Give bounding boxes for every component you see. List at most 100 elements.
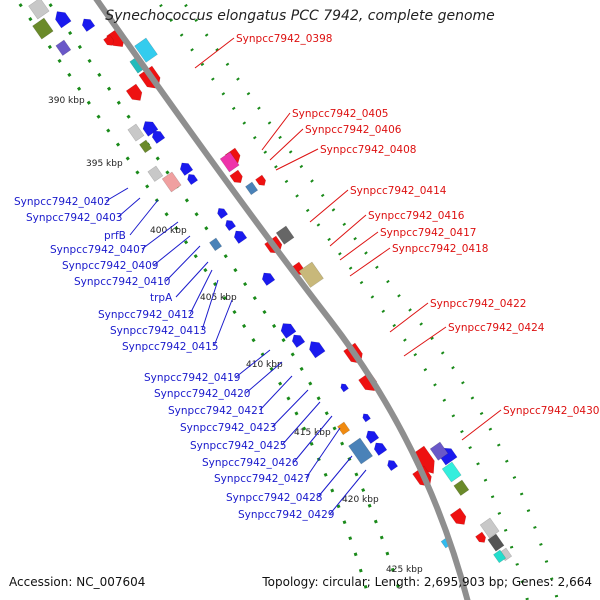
reverse-gene-arrow [291, 334, 306, 348]
connector-line [105, 187, 129, 202]
kbp-label: 425 kbp [386, 565, 423, 575]
reverse-gene-arrow [280, 323, 297, 339]
forward-gene-arrow [255, 174, 266, 186]
connector-line [259, 375, 293, 411]
connector-line [281, 401, 321, 446]
reverse-gene-arrow [261, 272, 276, 286]
kbp-label: 395 kbp [86, 159, 123, 169]
gene-block [28, 0, 50, 20]
connector-line [329, 469, 367, 515]
reverse-gene-arrow [81, 18, 96, 32]
connector-line [235, 349, 271, 378]
gene-block [55, 39, 72, 56]
forward-gene-arrow [125, 83, 143, 101]
reverse-gene-label: Synpcc7942_0426 [202, 457, 299, 469]
gene-block [245, 181, 259, 196]
gene-block [209, 237, 223, 252]
gene-block [219, 151, 240, 173]
reverse-gene-arrow [179, 162, 194, 176]
forward-gene-arrow [449, 507, 467, 525]
reverse-gene-arrow [233, 230, 248, 244]
reverse-gene-arrow [179, 162, 194, 176]
forward-gene-label: Synpcc7942_0406 [305, 124, 402, 136]
kbp-label: 410 kbp [246, 360, 283, 370]
reverse-gene-label: Synpcc7942_0427 [214, 473, 310, 485]
reverse-gene-arrow [362, 413, 371, 423]
forward-gene-label: Synpcc7942_0418 [392, 243, 488, 255]
connector-line [389, 302, 429, 333]
genome-summary-text: Topology: circular; Length: 2,695,903 bp… [262, 575, 592, 589]
forward-gene-label: Synpcc7942_0417 [380, 227, 476, 239]
reverse-gene-arrow [233, 230, 248, 244]
reverse-gene-label: Synpcc7942_0415 [122, 341, 218, 353]
reverse-gene-label: Synpcc7942_0429 [238, 509, 334, 521]
connector-line [269, 128, 304, 161]
connector-line [317, 455, 353, 498]
gene-block [134, 37, 158, 63]
reverse-gene-label: Synpcc7942_0412 [98, 309, 194, 321]
gene-block [429, 441, 449, 461]
connector-line [129, 199, 159, 236]
gene-block [245, 181, 259, 196]
forward-gene-label: Synpcc7942_0408 [320, 144, 416, 156]
kbp-label: 420 kbp [342, 495, 379, 505]
reverse-gene-label: Synpcc7942_0409 [62, 260, 158, 272]
forward-gene-arrow [125, 83, 143, 101]
reverse-gene-arrow [217, 208, 229, 220]
reverse-gene-arrow [55, 11, 72, 29]
connector-line [403, 326, 447, 357]
reverse-gene-arrow [340, 383, 349, 393]
kbp-label: 390 kbp [48, 96, 85, 106]
forward-gene-arrow [449, 507, 467, 525]
connector-line [275, 148, 319, 171]
gene-block [337, 421, 351, 436]
reverse-gene-arrow [81, 18, 96, 32]
connector-line [201, 279, 219, 331]
reverse-gene-labels: Synpcc7942_0402Synpcc7942_0403prfBSynpcc… [14, 196, 334, 521]
gene-block [493, 549, 507, 564]
connector-line [153, 235, 191, 266]
connector-line [339, 231, 379, 261]
kbp-label: 415 kbp [294, 428, 331, 438]
gene-block [348, 437, 373, 465]
reverse-gene-label: Synpcc7942_0425 [190, 440, 286, 452]
connector-line [194, 37, 235, 69]
kbp-label: 400 kbp [150, 226, 187, 236]
reverse-gene-arrow [187, 174, 199, 186]
reverse-gene-arrow [362, 413, 371, 423]
gene-block [298, 261, 324, 288]
reverse-gene-arrow [373, 442, 388, 456]
forward-gene-labels: Synpcc7942_0398Synpcc7942_0405Synpcc7942… [236, 33, 599, 417]
connector-line [271, 389, 309, 428]
gene-block [487, 533, 505, 552]
reverse-gene-arrow [387, 460, 399, 472]
reverse-gene-label: Synpcc7942_0403 [26, 212, 122, 224]
gene-block [275, 225, 295, 245]
connector-line [245, 361, 283, 394]
reverse-gene-arrow [261, 272, 276, 286]
connector-line [305, 427, 341, 479]
reverse-gene-label: Synpcc7942_0402 [14, 196, 110, 208]
forward-gene-arrow [255, 174, 266, 186]
gene-block [441, 461, 462, 483]
reverse-gene-arrow [373, 442, 388, 456]
reverse-gene-label: Synpcc7942_0410 [74, 276, 170, 288]
gene-block [161, 171, 182, 193]
reverse-gene-arrow [365, 430, 380, 444]
genome-backbone [93, 0, 471, 600]
reverse-gene-arrow [187, 174, 199, 186]
reverse-gene-label: Synpcc7942_0428 [226, 492, 322, 504]
gene-block [479, 517, 500, 539]
gene-block [55, 39, 72, 56]
gene-block [219, 151, 240, 173]
gene-block [161, 171, 182, 193]
reverse-gene-arrow [142, 121, 159, 137]
reverse-gene-label: Synpcc7942_0407 [50, 244, 146, 256]
forward-gene-label: Synpcc7942_0398 [236, 33, 332, 45]
forward-gene-arrow [475, 531, 486, 543]
forward-gene-arrow [103, 34, 114, 46]
gene-block [453, 479, 470, 496]
gene-block [147, 165, 164, 182]
reverse-gene-arrow [151, 130, 166, 144]
